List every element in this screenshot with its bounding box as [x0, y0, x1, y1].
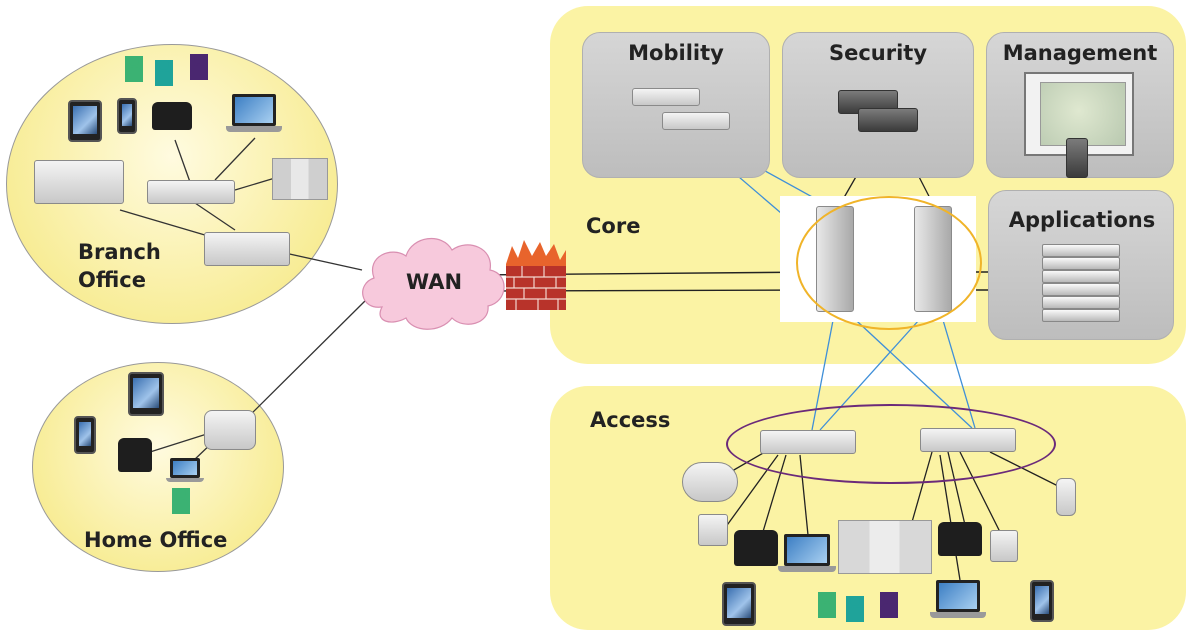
branch-office-label: Branch Office [78, 240, 161, 292]
laptop-base [166, 478, 204, 482]
laptop-base [226, 126, 282, 132]
home-wan-link [239, 297, 369, 426]
user-icon [172, 488, 190, 514]
user-icon [155, 60, 173, 86]
access-point-icon [204, 410, 256, 450]
rack-unit [1042, 283, 1120, 296]
smartphone-icon [117, 98, 137, 134]
wan-cloud-icon [362, 237, 505, 330]
wireless-router-icon [34, 160, 124, 204]
phone-icon [938, 522, 982, 556]
laptop-icon [936, 580, 980, 612]
wan-label: WAN [406, 270, 463, 294]
tablet-icon [68, 100, 102, 142]
phone-icon [734, 530, 778, 566]
tablet-icon [128, 372, 164, 416]
laptop-base [778, 566, 836, 572]
core-ring [796, 196, 982, 330]
security-title: Security [828, 41, 928, 65]
branch-router-icon [204, 232, 290, 266]
mobility-title: Mobility [628, 41, 724, 65]
rack-unit [1042, 309, 1120, 322]
laptop-icon [784, 534, 830, 566]
rack-unit [1042, 270, 1120, 283]
branch-link [194, 202, 236, 231]
access-point-icon [682, 462, 738, 502]
branch-link [174, 139, 191, 183]
user-icon [880, 592, 898, 618]
user-icon [125, 56, 143, 82]
branch-wan-link [284, 252, 363, 271]
smartphone-icon [74, 416, 96, 454]
access-label: Access [590, 408, 671, 432]
user-icon [190, 54, 208, 80]
management-server-icon [1066, 138, 1088, 178]
user-icon [818, 592, 836, 618]
mobility-controller-icon [662, 112, 730, 130]
server-rack-icon [1042, 244, 1120, 322]
branch-link [234, 177, 276, 191]
security-appliance-icon [858, 108, 918, 132]
management-title: Management [1002, 41, 1158, 65]
user-icon [846, 596, 864, 622]
core-label: Core [586, 214, 641, 238]
rack-unit [1042, 296, 1120, 309]
access-ring [726, 404, 1056, 484]
firewall-icon [506, 240, 566, 310]
video-conference-icon [838, 520, 932, 574]
phone-icon [152, 102, 192, 130]
laptop-icon [232, 94, 276, 126]
branch-link [214, 137, 256, 181]
home-link [149, 432, 211, 453]
access-switch-icon [760, 430, 856, 454]
tablet-icon [722, 582, 756, 626]
management-screen [1040, 82, 1126, 146]
home-office-label: Home Office [84, 528, 228, 552]
rack-unit [1042, 257, 1120, 270]
branch-link [119, 209, 216, 239]
security-panel: Security [782, 32, 974, 178]
applications-title: Applications [1008, 208, 1156, 232]
printer-icon [990, 530, 1018, 562]
printer-icon [698, 514, 728, 546]
switch-icon [147, 180, 235, 204]
phone-icon [118, 438, 152, 472]
smartphone-icon [1030, 580, 1054, 622]
wireless-phone-icon [1056, 478, 1076, 516]
laptop-base [930, 612, 986, 618]
mobility-controller-icon [632, 88, 700, 106]
rack-unit [1042, 244, 1120, 257]
laptop-icon [170, 458, 200, 478]
access-switch-icon [920, 428, 1016, 452]
video-conference-icon [272, 158, 328, 200]
